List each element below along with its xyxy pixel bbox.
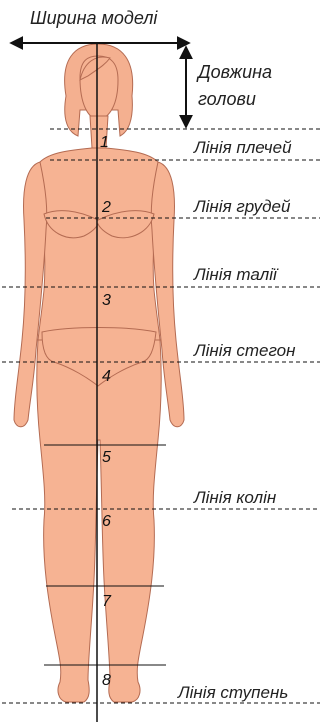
waist-line-label: Лінія талії xyxy=(194,265,277,285)
model-width-label: Ширина моделі xyxy=(30,8,157,29)
hips-line-label: Лінія стегон xyxy=(194,341,296,361)
segment-number-7: 7 xyxy=(102,593,111,611)
feet-line-label: Лінія ступень xyxy=(178,683,288,703)
segment-number-6: 6 xyxy=(102,513,111,531)
head-length-label-2: голови xyxy=(198,89,256,110)
torso xyxy=(37,148,161,340)
segment-number-5: 5 xyxy=(102,449,111,467)
segment-number-2: 2 xyxy=(102,199,111,217)
shoulders-line-label: Лінія плечей xyxy=(194,138,292,158)
segment-number-1: 1 xyxy=(100,134,109,152)
head-length-label-1: Довжина xyxy=(198,62,272,83)
knees-line-label: Лінія колін xyxy=(194,488,276,508)
female-figure xyxy=(14,44,184,702)
segment-number-3: 3 xyxy=(102,292,111,310)
chest-line-label: Лінія грудей xyxy=(194,197,290,217)
segment-number-4: 4 xyxy=(102,368,111,386)
legs xyxy=(37,340,162,702)
segment-number-8: 8 xyxy=(102,672,111,690)
